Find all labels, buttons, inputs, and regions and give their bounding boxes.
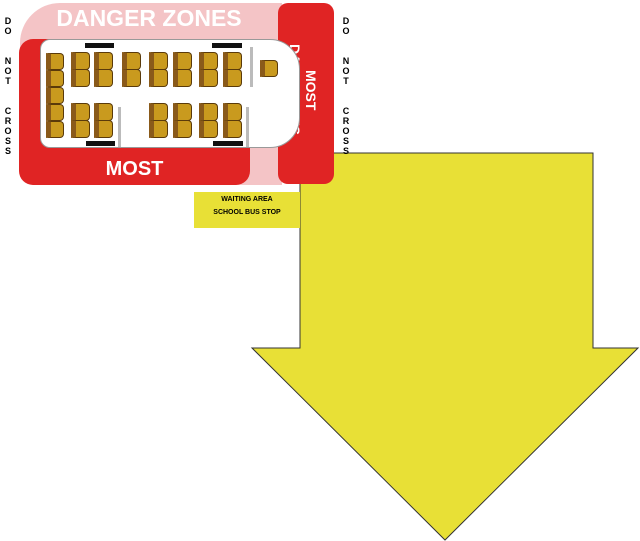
pole xyxy=(246,107,249,147)
title: DANGER ZONES xyxy=(56,5,242,31)
seat xyxy=(199,103,218,121)
seat xyxy=(122,52,141,70)
seat xyxy=(173,69,192,87)
seat xyxy=(149,69,168,87)
seat xyxy=(173,120,192,138)
seat xyxy=(46,104,64,121)
door-bar xyxy=(212,43,242,48)
seat xyxy=(122,69,141,87)
seat xyxy=(173,103,192,121)
seat xyxy=(71,69,90,87)
seat xyxy=(94,69,113,87)
seat xyxy=(46,87,64,104)
do-not-cross-left: D O N O T C R O S S xyxy=(4,16,12,156)
seat xyxy=(46,70,64,87)
seat xyxy=(223,120,242,138)
seat xyxy=(199,52,218,70)
seat xyxy=(223,52,242,70)
driver-seat xyxy=(260,60,278,77)
seat xyxy=(149,52,168,70)
do-not-cross-right: D O N O T C R O S S xyxy=(342,16,350,156)
door-bar xyxy=(86,141,115,146)
seat xyxy=(199,69,218,87)
seat xyxy=(149,120,168,138)
seat xyxy=(94,103,113,121)
seat xyxy=(94,120,113,138)
door-bar xyxy=(85,43,114,48)
waiting-area: WAITING AREA SCHOOL BUS STOP xyxy=(194,192,300,228)
seat xyxy=(199,120,218,138)
seat xyxy=(46,121,64,138)
seat xyxy=(223,69,242,87)
seat xyxy=(94,52,113,70)
seat xyxy=(149,103,168,121)
seat xyxy=(46,53,64,70)
waiting-area-label: WAITING AREA xyxy=(221,196,273,203)
seat xyxy=(173,52,192,70)
door-bar xyxy=(213,141,243,146)
bus-stop-label: SCHOOL BUS STOP xyxy=(213,209,281,216)
seat xyxy=(71,103,90,121)
pole xyxy=(118,107,121,147)
most-label: MOST xyxy=(105,158,164,180)
seat xyxy=(71,120,90,138)
seat xyxy=(71,52,90,70)
pole xyxy=(250,47,253,87)
seat xyxy=(223,103,242,121)
